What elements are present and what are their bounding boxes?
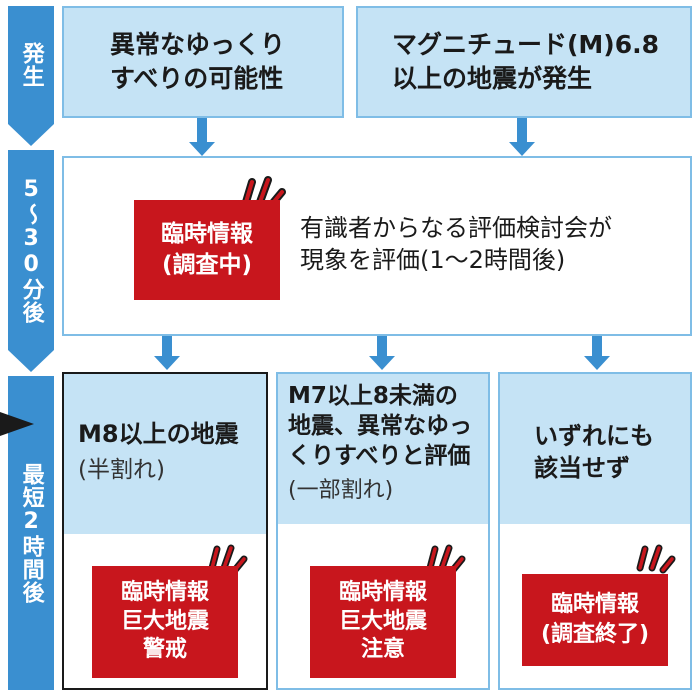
trigger-slow-slip-line1: 異常なゆっくり <box>110 30 286 60</box>
badge-ended-line1: 臨時情報 <box>550 592 639 618</box>
outcome-col2-top: M7以上8未満の 地震、異常なゆっ くりすべりと評価 (一部割れ) <box>278 374 488 524</box>
outcome-col3-line1: いずれにも <box>534 422 654 450</box>
outcome-col2-line2: 地震、異常なゆっ <box>288 412 472 439</box>
evaluation-text-line1: 有識者からなる評価検討会が <box>300 214 612 242</box>
badge-megaquake-warning: 臨時情報 巨大地震 警戒 <box>92 566 238 678</box>
outcome-col1-note: (半割れ) <box>78 457 165 484</box>
arrow-down-icon <box>509 142 535 156</box>
badge-megaquake-advisory: 臨時情報 巨大地震 注意 <box>310 566 456 678</box>
arrow-down-icon <box>584 356 610 370</box>
arrow-down-icon <box>154 356 180 370</box>
evaluation-text-line2: 現象を評価(1〜2時間後) <box>300 246 566 275</box>
arrow-stem-4 <box>377 336 387 358</box>
alert-spark-icon <box>636 544 676 574</box>
stage-rail-occur: 発生 <box>8 6 54 124</box>
outcome-col3-top: いずれにも 該当せず <box>500 374 690 524</box>
trigger-m68-line1: マグニチュード(M)6.8 <box>392 30 660 60</box>
badge-advisory-line2: 巨大地震 <box>338 608 427 634</box>
trigger-m68-line2: 以上の地震が発生 <box>392 64 593 93</box>
badge-investigating-line2: (調査中) <box>161 252 253 278</box>
badge-warning-line1: 臨時情報 <box>120 580 209 606</box>
arrow-stem-2 <box>517 118 527 144</box>
pointer-triangle-icon <box>0 412 34 436</box>
arrow-stem-5 <box>592 336 602 358</box>
arrow-stem-3 <box>162 336 172 358</box>
arrow-down-icon <box>189 142 215 156</box>
trigger-m68-box: マグニチュード(M)6.8 以上の地震が発生 <box>356 6 692 118</box>
badge-investigating: 臨時情報 (調査中) <box>134 200 280 300</box>
badge-advisory-line1: 臨時情報 <box>338 580 427 606</box>
stage-rail-arrow-2 <box>8 350 54 372</box>
stage-label-5-30: 5〜30分後 <box>18 176 44 324</box>
badge-advisory-line3: 注意 <box>360 637 405 663</box>
stage-rail-5-30: 5〜30分後 <box>8 150 54 350</box>
arrow-down-icon <box>369 356 395 370</box>
trigger-slow-slip-box: 異常なゆっくり すべりの可能性 <box>62 6 344 118</box>
arrow-stem-1 <box>197 118 207 144</box>
outcome-col2-line3: くりすべりと評価 <box>288 442 471 469</box>
stage-label-occur: 発生 <box>18 42 44 88</box>
stage-rail-arrow-1 <box>8 124 54 146</box>
badge-warning-line3: 警戒 <box>142 637 187 663</box>
trigger-slow-slip-line2: すべりの可能性 <box>110 64 284 93</box>
outcome-col2-line1: M7以上8未満の <box>288 383 458 409</box>
badge-investigating-line1: 臨時情報 <box>161 220 253 247</box>
outcome-col3-line2: 該当せず <box>534 454 630 483</box>
stage-label-2h: 最短2時間後 <box>18 462 44 604</box>
outcome-col1-line1: M8以上の地震 <box>78 420 239 448</box>
outcome-col2-note: (一部割れ) <box>288 477 394 503</box>
badge-ended-line2: (調査終了) <box>540 622 650 647</box>
outcome-col1-top: M8以上の地震 (半割れ) <box>64 374 266 534</box>
badge-warning-line2: 巨大地震 <box>120 608 209 634</box>
evaluation-text: 有識者からなる評価検討会が 現象を評価(1〜2時間後) <box>300 212 686 277</box>
badge-investigation-ended: 臨時情報 (調査終了) <box>522 574 668 666</box>
